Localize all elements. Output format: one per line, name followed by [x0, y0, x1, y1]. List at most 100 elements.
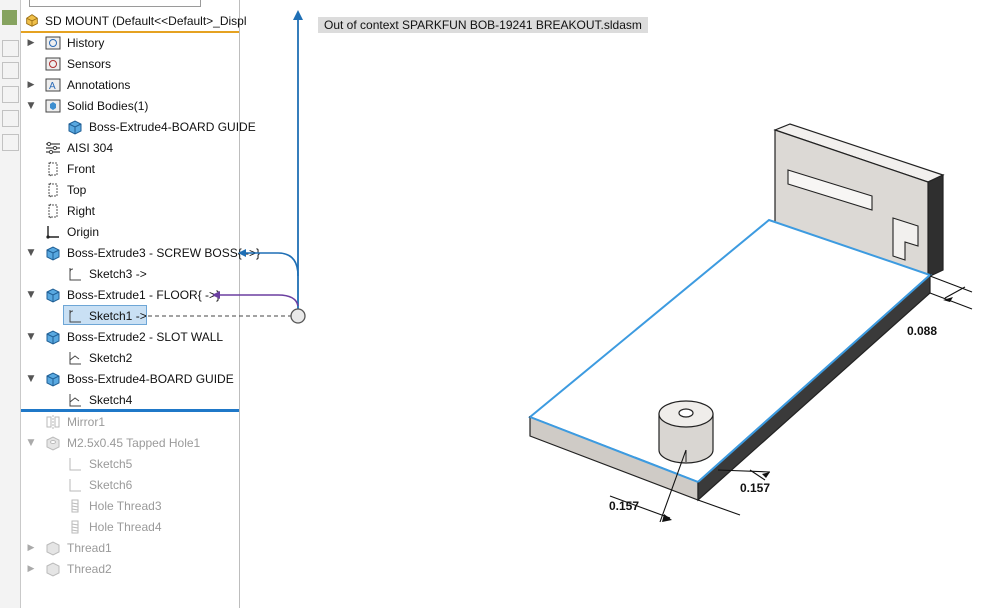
tree-item-label: Hole Thread3 — [89, 499, 162, 513]
collapse-caret-icon[interactable]: ▼ — [27, 101, 35, 111]
dimension-side[interactable]: 0.157 — [717, 469, 770, 495]
thread-icon — [71, 520, 79, 534]
expand-caret-icon[interactable]: ▶ — [27, 543, 35, 553]
tree-item-label: Sensors — [67, 57, 112, 71]
tree-item-label: Boss-Extrude1 - FLOOR{ ->} — [67, 288, 221, 302]
tree-item-label: Mirror1 — [67, 415, 105, 429]
tree-item-sketch5[interactable]: Sketch5 — [21, 454, 239, 474]
tree-root-label: SD MOUNT (Default<<Default>_Displ — [45, 14, 247, 28]
extrude-feature-icon — [46, 246, 60, 261]
dimxpert-icon[interactable] — [2, 86, 19, 103]
tree-item-label: History — [67, 36, 105, 50]
collapse-caret-icon[interactable]: ▼ — [27, 374, 35, 384]
mirror-icon — [46, 415, 60, 429]
tree-item-label: Boss-Extrude3 - SCREW BOSS{ ->} — [67, 246, 261, 260]
property-manager-icon[interactable] — [2, 40, 19, 57]
tree-item-label: Annotations — [67, 78, 131, 92]
tree-item-sketch3[interactable]: Sketch3 -> — [21, 264, 239, 284]
plane-icon — [48, 182, 58, 198]
floor-plate-body — [528, 218, 932, 502]
dimension-side-value: 0.157 — [740, 481, 770, 495]
svg-text:A: A — [49, 81, 56, 92]
tree-item-label: Thread1 — [67, 541, 112, 555]
tree-item-thread2[interactable]: ▶ Thread2 — [21, 559, 239, 579]
tree-item-right-plane[interactable]: Right — [21, 201, 239, 221]
collapse-caret-icon[interactable]: ▼ — [27, 248, 35, 258]
tree-item-history[interactable]: ▶ History — [21, 33, 239, 53]
tree-item-body[interactable]: Boss-Extrude4-BOARD GUIDE — [21, 117, 256, 137]
hole-wizard-icon — [46, 436, 60, 451]
tree-item-hole-thread3[interactable]: Hole Thread3 — [21, 496, 239, 516]
external-reference-arrows — [148, 10, 306, 324]
tree-item-sketch6[interactable]: Sketch6 — [21, 475, 239, 495]
expand-caret-icon[interactable]: ▶ — [27, 38, 35, 48]
tree-item-label: Front — [67, 162, 96, 176]
cam-icon[interactable] — [2, 134, 19, 151]
collapse-caret-icon[interactable]: ▼ — [27, 332, 35, 342]
solid-bodies-folder-icon — [45, 99, 61, 113]
root-underline — [21, 31, 239, 33]
dimension-front-value: 0.157 — [609, 499, 639, 513]
tree-item-label: Sketch3 -> — [89, 267, 147, 281]
tree-item-sensors[interactable]: Sensors — [21, 54, 239, 74]
tree-item-origin[interactable]: Origin — [21, 222, 239, 242]
tree-item-hole-thread4[interactable]: Hole Thread4 — [21, 517, 239, 537]
plane-icon — [48, 161, 58, 177]
tree-item-top-plane[interactable]: Top — [21, 180, 239, 200]
tree-item-material[interactable]: AISI 304 — [21, 138, 239, 158]
collapse-caret-icon[interactable]: ▼ — [27, 290, 35, 300]
tree-item-boss-extrude3[interactable]: ▼ Boss-Extrude3 - SCREW BOSS{ ->} — [21, 243, 260, 263]
feature-tree: SD MOUNT (Default<<Default>_Displ ▶ Hist… — [21, 0, 260, 608]
dimension-wall-value: 0.088 — [907, 324, 937, 338]
tree-item-thread1[interactable]: ▶ Thread1 — [21, 538, 239, 558]
tree-item-annotations[interactable]: ▶ A Annotations — [21, 75, 239, 95]
display-manager-icon[interactable] — [2, 110, 19, 127]
tree-item-sketch4[interactable]: Sketch4 — [21, 390, 239, 410]
tree-item-label: M2.5x0.45 Tapped Hole1 — [67, 436, 201, 450]
dimension-wall[interactable]: 0.088 — [907, 275, 973, 338]
collapse-caret-icon[interactable]: ▼ — [27, 438, 35, 448]
plane-icon — [48, 203, 58, 219]
screw-boss-body — [658, 400, 714, 464]
tree-item-solid-bodies[interactable]: ▼ Solid Bodies(1) — [21, 96, 239, 116]
tree-item-boss-extrude4[interactable]: ▼ Boss-Extrude4-BOARD GUIDE — [21, 369, 239, 389]
tree-item-boss-extrude1[interactable]: ▼ Boss-Extrude1 - FLOOR{ ->} — [21, 285, 239, 305]
tree-item-label: Top — [67, 183, 87, 197]
extrude-feature-icon — [46, 288, 60, 303]
extrude-feature-icon — [46, 372, 60, 387]
tree-item-sketch2[interactable]: Sketch2 — [21, 348, 239, 368]
tree-root[interactable]: SD MOUNT (Default<<Default>_Displ — [21, 11, 247, 31]
sensors-icon — [45, 57, 61, 71]
tree-filter-input[interactable] — [29, 0, 201, 7]
tree-item-tapped-hole[interactable]: ▼ M2.5x0.45 Tapped Hole1 — [21, 433, 239, 453]
tree-item-label: Hole Thread4 — [89, 520, 162, 534]
thread-feature-icon — [46, 541, 60, 556]
sketch-icon — [69, 352, 81, 365]
tree-item-label: Boss-Extrude4-BOARD GUIDE — [67, 372, 234, 386]
out-of-context-banner: Out of context SPARKFUN BOB-19241 BREAKO… — [318, 17, 648, 33]
tree-item-label: AISI 304 — [67, 141, 114, 155]
sketch-icon — [69, 394, 81, 407]
tree-item-label: Right — [67, 204, 96, 218]
history-icon — [45, 36, 61, 50]
configuration-manager-icon[interactable] — [2, 62, 19, 79]
expand-caret-icon[interactable]: ▶ — [27, 564, 35, 574]
tree-item-front-plane[interactable]: Front — [21, 159, 239, 179]
rollback-bar[interactable] — [21, 409, 239, 412]
tree-item-sketch1[interactable]: Sketch1 -> — [21, 306, 239, 326]
tree-item-label: Origin — [67, 225, 100, 239]
slot-wall-body — [773, 123, 945, 278]
material-icon — [46, 141, 60, 155]
tree-item-boss-extrude2[interactable]: ▼ Boss-Extrude2 - SLOT WALL — [21, 327, 239, 347]
assembly-part-icon — [26, 14, 38, 27]
tree-item-label: Sketch2 — [89, 351, 133, 365]
expand-caret-icon[interactable]: ▶ — [27, 80, 35, 90]
dimension-front[interactable]: 0.157 — [609, 449, 741, 523]
tree-item-label: Boss-Extrude4-BOARD GUIDE — [89, 120, 256, 134]
feature-manager-icon[interactable] — [2, 10, 17, 25]
tree-item-label: Sketch5 — [89, 457, 133, 471]
left-command-strip — [0, 0, 21, 608]
tree-item-mirror1[interactable]: Mirror1 — [21, 412, 239, 432]
sketch-icon — [69, 310, 81, 323]
